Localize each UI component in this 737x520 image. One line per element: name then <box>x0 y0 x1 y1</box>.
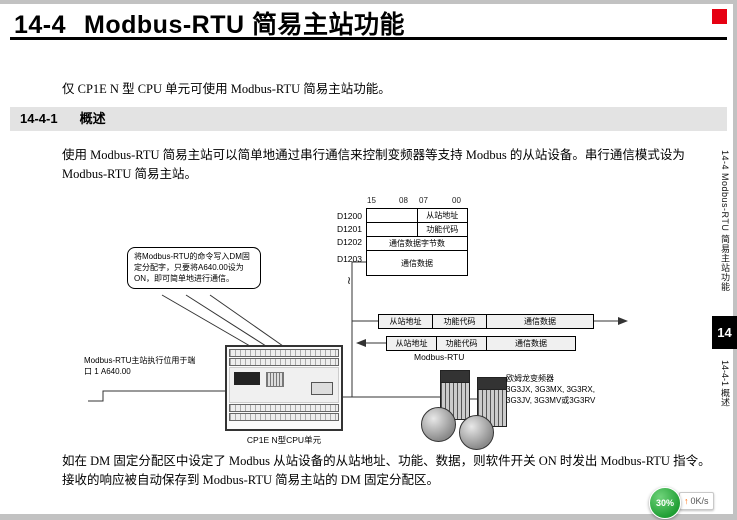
memory-map-cell-empty <box>367 209 418 222</box>
motor-graphic <box>459 415 494 450</box>
table-row: 从站地址 <box>367 209 467 223</box>
frame-field: 通信数据 <box>486 337 575 350</box>
speed-ball-widget[interactable]: 30% <box>649 487 681 519</box>
terminal-strip <box>229 349 339 357</box>
memory-map-cell: 通信数据字节数 <box>367 237 467 251</box>
exec-bit-note: Modbus-RTU主站执行位用于端 口 1 A640.00 <box>84 356 196 376</box>
command-frame: 从站地址 功能代码 通信数据 <box>378 314 594 329</box>
response-frame: 从站地址 功能代码 通信数据 <box>386 336 576 351</box>
section-title: 概述 <box>79 111 106 126</box>
plc-unit-graphic <box>225 345 343 431</box>
memory-map-cell: 从站地址 <box>426 211 459 220</box>
closing-paragraph: 如在 DM 固定分配区中设定了 Modbus 从站设备的从站地址、功能、数据，则… <box>62 454 711 487</box>
memory-map-cell-empty <box>367 223 418 236</box>
bus-protocol-label: Modbus-RTU <box>414 352 465 362</box>
table-row: 功能代码 <box>367 223 467 237</box>
bit-label: 07 <box>419 196 428 205</box>
plc-unit-label: CP1E N型CPU单元 <box>246 435 322 445</box>
page-title: 14-4 Modbus-RTU 简易主站功能 <box>14 5 405 41</box>
dm-address: D1202 <box>336 237 362 247</box>
speed-value: 0K/s <box>690 496 709 506</box>
terminal-strip <box>229 413 339 421</box>
plc-serial-port <box>311 382 333 395</box>
plc-body <box>229 367 339 403</box>
chapter-color-marker <box>712 9 727 24</box>
chapter-tab: 14 <box>712 316 737 349</box>
plc-display <box>234 372 260 385</box>
memory-map-cell: 功能代码 <box>426 225 459 234</box>
section-number: 14-4-1 <box>20 111 58 126</box>
frame-field: 功能代码 <box>436 337 486 350</box>
intro-paragraph: 仅 CP1E N 型 CPU 单元可使用 Modbus-RTU 简易主站功能。 <box>62 82 391 96</box>
section-heading-bar: 14-4-1 概述 <box>10 107 727 131</box>
frame-field: 从站地址 <box>395 339 428 348</box>
terminal-strip <box>229 404 339 412</box>
plc-dip-switch <box>266 372 284 387</box>
dm-memory-map-table: 从站地址 功能代码 通信数据字节数 通信数据 <box>366 208 468 276</box>
memory-map-cell: 通信数据 <box>401 258 433 268</box>
upload-arrow-icon: ↑ <box>684 496 689 506</box>
inverter-models-label: 欧姆龙变频器 3G3JX, 3G3MX, 3G3RX, 3G3JV, 3G3MV… <box>506 374 596 405</box>
inverter-panel <box>441 371 469 383</box>
frame-field: 从站地址 <box>389 317 422 326</box>
chapter-title-text: Modbus-RTU 简易主站功能 <box>84 11 406 39</box>
dm-address: D1200 <box>336 211 362 221</box>
sidebar-chapter-label: 14-4 Modbus-RTU 简易主站功能 <box>720 150 730 292</box>
bit-label: 00 <box>452 196 461 205</box>
terminal-strip <box>229 358 339 366</box>
bit-label: 15 <box>367 196 376 205</box>
table-continuation-mark: ≀ <box>347 275 352 287</box>
title-divider <box>10 37 727 40</box>
chapter-number: 14-4 <box>14 11 67 39</box>
frame-field: 通信数据 <box>486 315 593 328</box>
inverter-panel <box>478 378 506 390</box>
bit-label: 08 <box>399 196 408 205</box>
motor-graphic <box>421 407 456 442</box>
callout-note: 将Modbus-RTU的命令写入DM固定分配字，只要将A640.00设为ON，即… <box>127 247 261 290</box>
dm-address: D1203 <box>336 254 362 264</box>
network-speed-indicator[interactable]: ↑ 0K/s <box>679 492 714 510</box>
progress-percent: 30% <box>655 498 674 508</box>
bit-position-labels: 15 08 07 00 <box>366 196 466 206</box>
dm-address: D1201 <box>336 224 362 234</box>
section-body-paragraph: 使用 Modbus-RTU 简易主站可以简单地通过串行通信来控制变频器等支持 M… <box>62 148 685 181</box>
sidebar-section-label: 14-4-1 概述 <box>720 360 730 407</box>
frame-field: 功能代码 <box>432 315 486 328</box>
